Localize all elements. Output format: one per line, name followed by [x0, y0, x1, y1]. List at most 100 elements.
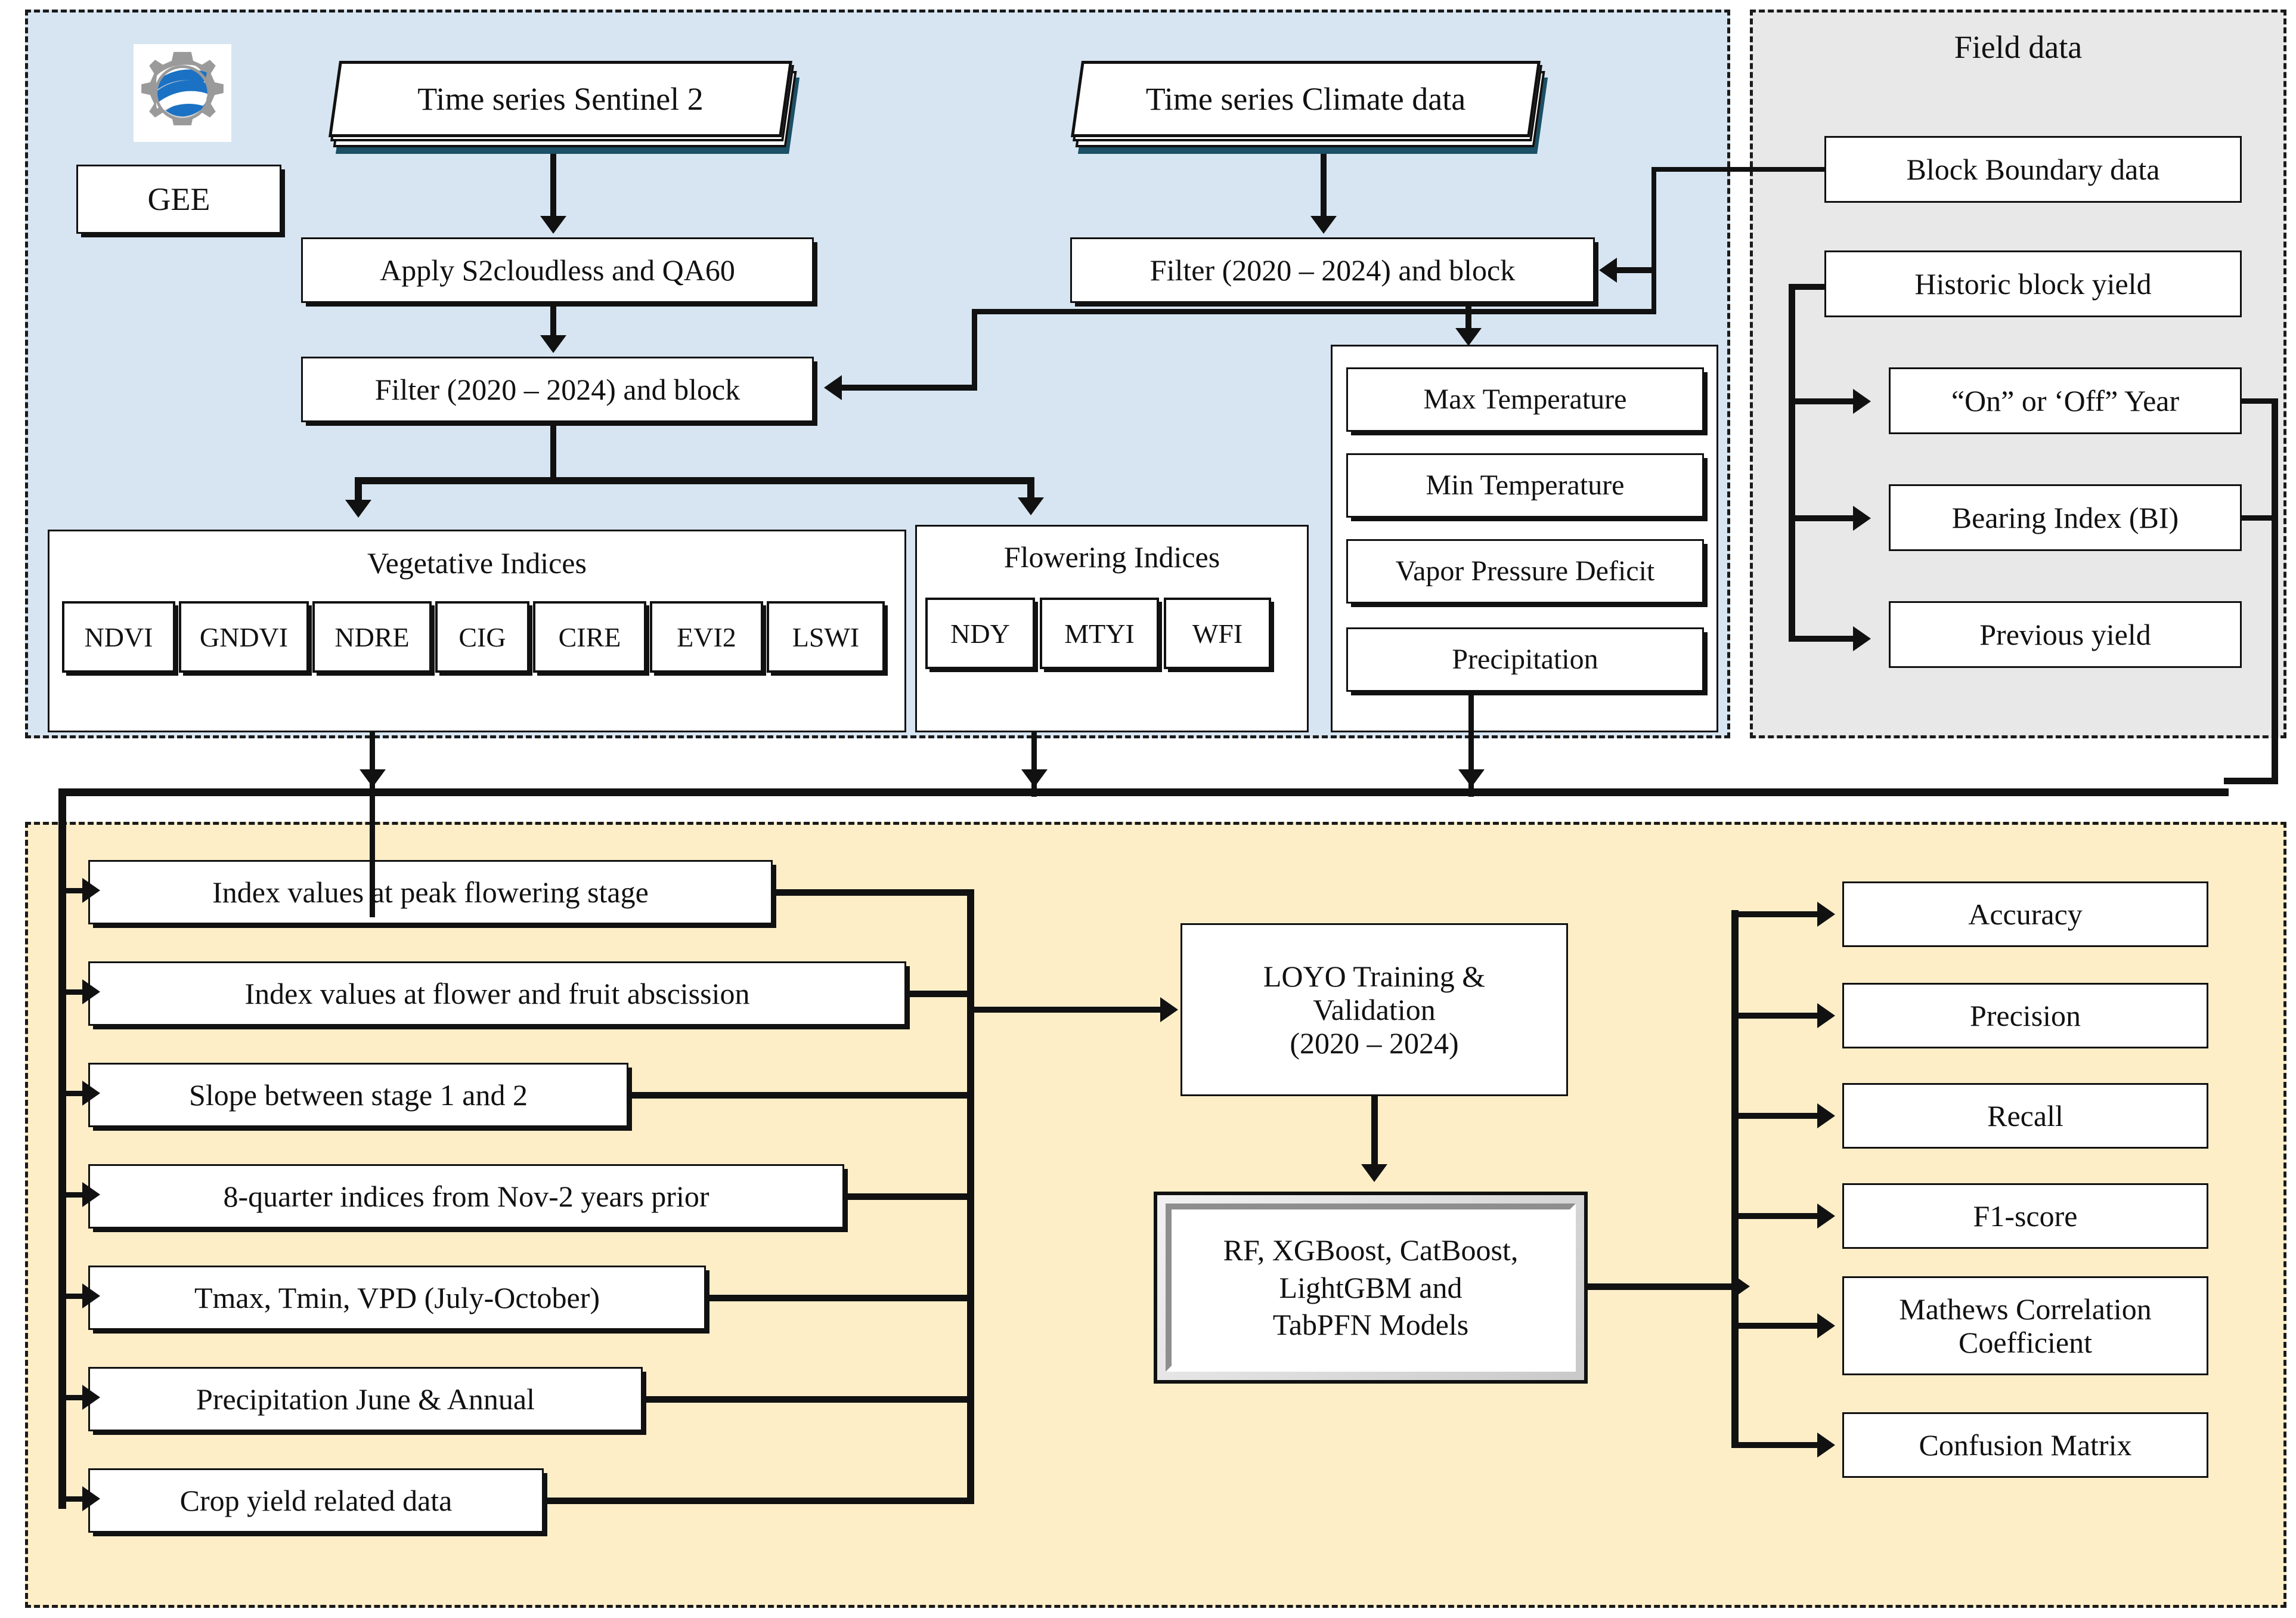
- arrowhead-down: [1018, 497, 1044, 515]
- arrowhead-down: [1310, 216, 1337, 234]
- connector-loyo-to-models: [1371, 1096, 1378, 1167]
- historic-block-yield-label: Historic block yield: [1914, 267, 2152, 301]
- feature-arrow-stem-5: [58, 1294, 85, 1299]
- historic-stem-prev: [1789, 636, 1855, 642]
- bearing-index-box: Bearing Index (BI): [1889, 484, 2242, 551]
- indices-bus-left-drop: [355, 477, 362, 502]
- flowering-indices-title: Flowering Indices: [1003, 540, 1220, 574]
- arrowhead-right: [1853, 389, 1871, 414]
- connector-cloudmask-to-filter: [550, 303, 556, 338]
- feature-arrow-stem-4: [58, 1192, 85, 1198]
- connector-boundary-h1: [1651, 167, 1826, 172]
- connector-climate-to-filter: [1321, 154, 1327, 218]
- feature-out-6: [643, 1396, 973, 1403]
- arrowhead-right: [82, 878, 100, 903]
- vegetative-indices-title: Vegetative Indices: [367, 546, 587, 580]
- metrics-bus-v: [1731, 910, 1739, 1447]
- field-data-panel-title: Field data: [1954, 29, 2083, 65]
- metric-box-mathews-correlation-coefficient: Mathews Correlation Coefficient: [1842, 1276, 2208, 1375]
- arrowhead-down: [540, 216, 566, 234]
- feature-out-7: [544, 1498, 973, 1504]
- arrowhead-down: [1021, 769, 1048, 787]
- index-chip-label: CIG: [458, 621, 506, 652]
- index-chip-evi2: EVI2: [650, 601, 763, 673]
- climate-var-label: Vapor Pressure Deficit: [1395, 555, 1655, 587]
- google-earth-engine-logo: [134, 44, 231, 142]
- arrowhead-right: [1853, 506, 1871, 531]
- connector-boundary-down: [1651, 267, 1656, 313]
- connector-filter-down: [550, 422, 556, 477]
- metric-box-f1-score: F1-score: [1842, 1183, 2208, 1249]
- arrowhead-right: [82, 1081, 100, 1106]
- connector-boundary-long-h: [972, 309, 1656, 314]
- arrowhead-left: [824, 375, 842, 400]
- feature-out-3: [628, 1092, 973, 1099]
- feature-label: Tmax, Tmin, VPD (July-October): [194, 1281, 600, 1314]
- climate-var-label: Max Temperature: [1423, 383, 1627, 416]
- feature-box-tmax-tmin-vpd: Tmax, Tmin, VPD (July-October): [88, 1266, 706, 1330]
- index-chip-wfi: WFI: [1164, 598, 1271, 669]
- metrics-stem-2: [1731, 1013, 1820, 1019]
- arrowhead-right: [82, 1486, 100, 1511]
- sentinel-data-label: Time series Sentinel 2: [417, 81, 704, 117]
- arrowhead-right: [82, 1283, 100, 1308]
- metrics-stem-4: [1731, 1213, 1820, 1219]
- apply-s2cloudless-box: Apply S2cloudless and QA60: [301, 237, 814, 303]
- field-bus-onoff-h: [2241, 398, 2278, 404]
- metric-box-accuracy: Accuracy: [1842, 881, 2208, 947]
- feature-arrow-stem-2: [58, 989, 85, 995]
- feature-out-4: [844, 1193, 973, 1200]
- arrowhead-down: [360, 769, 386, 787]
- gee-box: GEE: [76, 165, 281, 234]
- drop-flowering-to-bus: [1031, 732, 1037, 797]
- on-off-year-label: “On” or ‘Off” Year: [1951, 384, 2180, 417]
- feature-arrow-stem-7: [58, 1496, 85, 1502]
- index-chip-gndvi: GNDVI: [179, 601, 309, 673]
- arrowhead-right: [1817, 1204, 1835, 1229]
- index-chip-lswi: LSWI: [767, 601, 885, 673]
- arrowhead-right: [1817, 1313, 1835, 1338]
- index-chip-label: WFI: [1192, 618, 1243, 649]
- index-chip-label: EVI2: [677, 621, 736, 652]
- index-chip-label: LSWI: [792, 621, 860, 652]
- connector-boundary-long-v: [972, 309, 977, 388]
- climate-var-min-temperature: Min Temperature: [1346, 453, 1704, 518]
- feature-label: Slope between stage 1 and 2: [189, 1078, 528, 1112]
- index-chip-label: NDRE: [334, 621, 410, 652]
- climate-var-label: Precipitation: [1452, 644, 1598, 676]
- metric-box-precision: Precision: [1842, 983, 2208, 1048]
- metric-label: Confusion Matrix: [1919, 1428, 2132, 1462]
- metric-box-recall: Recall: [1842, 1083, 2208, 1149]
- climate-var-label: Min Temperature: [1426, 469, 1625, 502]
- connector-boundary-into-filter: [842, 385, 977, 391]
- field-bus-bi-h: [2241, 515, 2278, 521]
- arrowhead-down: [1455, 328, 1482, 346]
- previous-yield-label: Previous yield: [1979, 618, 2151, 651]
- historic-bus-v: [1789, 284, 1795, 642]
- arrowhead-right: [1817, 1103, 1835, 1128]
- climate-data-shape: Time series Climate data: [1071, 61, 1548, 154]
- loyo-training-line2: Validation: [1313, 993, 1436, 1026]
- arrowhead-right: [1853, 626, 1871, 651]
- feature-arrow-stem-3: [58, 1091, 85, 1096]
- feature-label: Crop yield related data: [179, 1484, 453, 1517]
- climate-var-precipitation: Precipitation: [1346, 627, 1704, 692]
- models-box: RF, XGBoost, CatBoost, LightGBM and TabP…: [1154, 1192, 1588, 1384]
- arrowhead-right: [1817, 1433, 1835, 1458]
- connector-boundary-v: [1651, 167, 1656, 271]
- feature-label: 8-quarter indices from Nov-2 years prior: [223, 1180, 709, 1213]
- metrics-stem-5: [1731, 1323, 1820, 1329]
- connector-filterclimate-down: [1465, 303, 1471, 330]
- arrowhead-down: [1361, 1164, 1387, 1182]
- index-chip-label: NDY: [950, 618, 1010, 649]
- filter-climate-box: Filter (2020 – 2024) and block: [1070, 237, 1595, 303]
- feature-collector-bus: [967, 889, 974, 1504]
- index-chip-label: NDVI: [84, 621, 153, 652]
- indices-bus-right-drop: [1027, 477, 1034, 500]
- arrowhead-left: [1599, 258, 1617, 283]
- metric-label: F1-score: [1973, 1199, 2078, 1233]
- index-chip-mtyi: MTYI: [1040, 598, 1159, 669]
- loyo-training-line3: (2020 – 2024): [1290, 1026, 1459, 1060]
- index-chip-label: MTYI: [1064, 618, 1135, 649]
